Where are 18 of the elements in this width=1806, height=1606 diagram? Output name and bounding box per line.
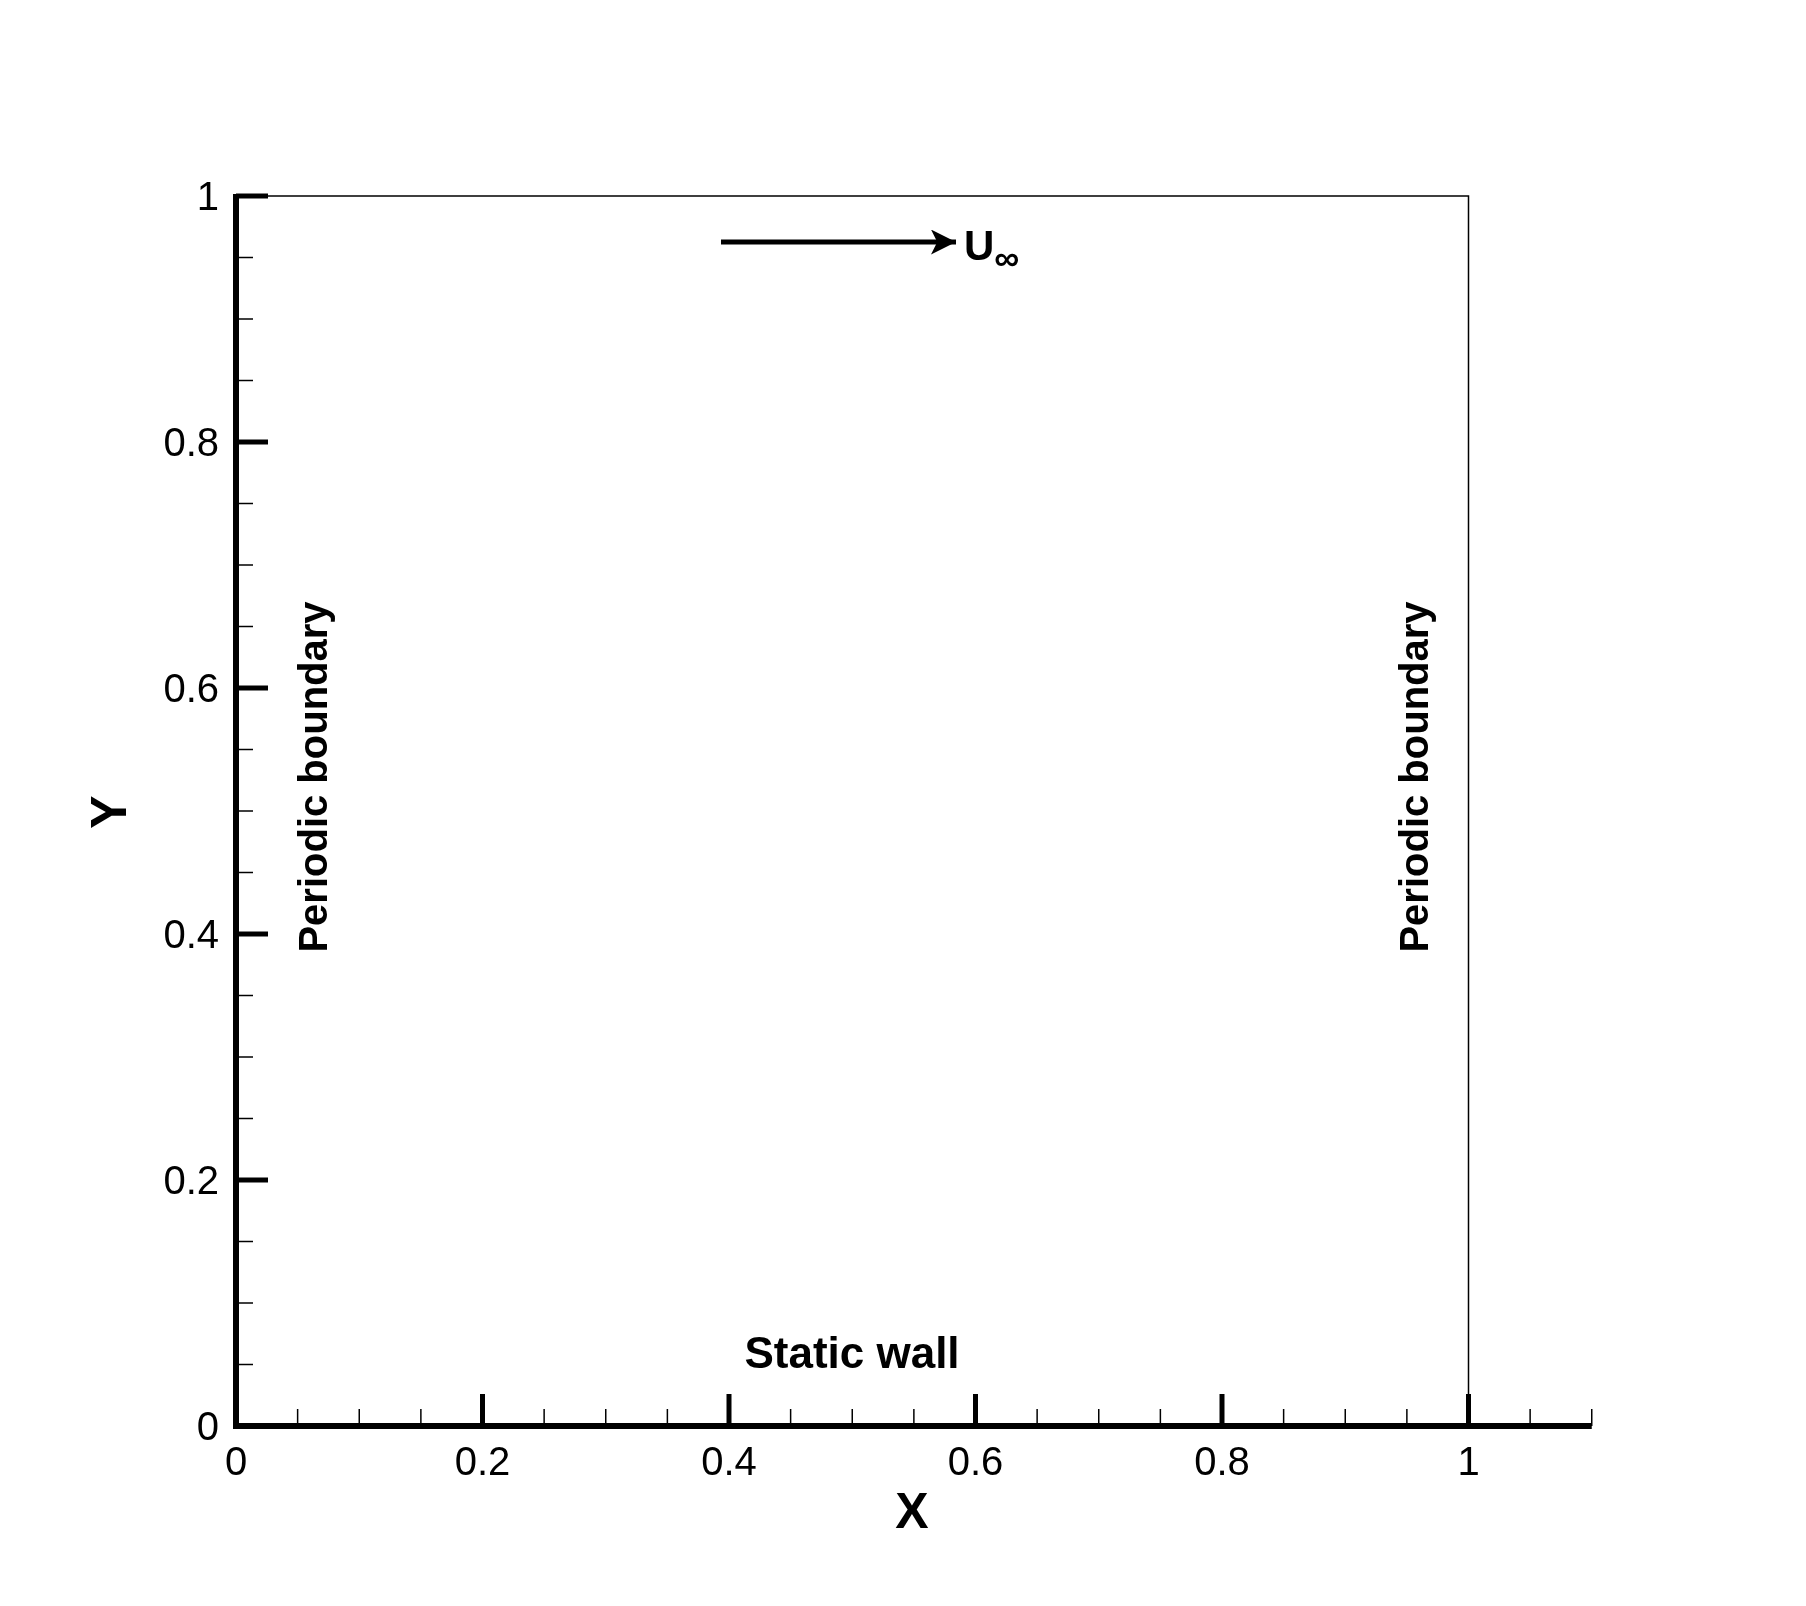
tick-label: 0.4 [163,914,219,954]
tick-label: 0.6 [947,1441,1004,1481]
tick-label: 1 [196,176,219,216]
boundary-label: Static wall [744,1331,960,1375]
boundary-label: Periodic boundary [1394,601,1434,953]
tick-label: 0.8 [163,422,219,462]
axis-title: Y [84,795,134,829]
tick-label: 0 [196,1406,219,1446]
tick-label: 0.8 [1194,1441,1250,1481]
tick-label: 1 [1457,1441,1480,1481]
boundary-label: Periodic boundary [293,601,333,953]
tick-label: 0.2 [454,1441,511,1481]
tick-label: 0 [224,1441,248,1481]
tick-label: 0.6 [163,668,219,708]
velocity-label: U$_{∞}$ [964,225,1020,275]
tick-label: 0.4 [701,1441,757,1481]
tick-label: 0.2 [163,1160,219,1200]
axis-title: X [895,1486,929,1536]
